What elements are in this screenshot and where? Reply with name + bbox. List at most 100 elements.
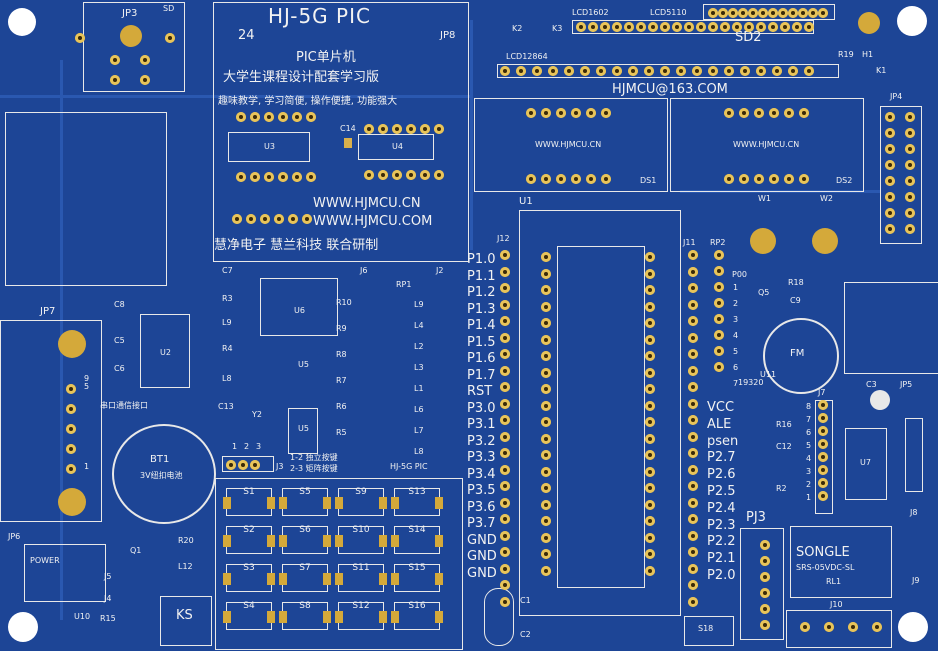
led-label: L4 (414, 321, 424, 330)
ds2-pin-pad (754, 108, 764, 118)
u1-pin-pad (541, 367, 551, 378)
ref-c14: C14 (340, 124, 356, 133)
mcu-pin-label: P3.4 (467, 466, 496, 482)
lcd1602-pin-pad (648, 22, 658, 32)
key-s14[interactable]: S14 (391, 525, 443, 554)
jp4-pin-pad (885, 128, 895, 138)
key-pad (267, 611, 275, 623)
ref-r2: R2 (776, 484, 787, 493)
ks-switch[interactable] (160, 596, 212, 646)
mcu-pin-label: P3.2 (467, 433, 496, 449)
key-s4[interactable]: S4 (223, 601, 275, 630)
u1-pin-pad (541, 532, 551, 543)
ref-r20: R20 (178, 536, 194, 545)
resistor-label: R8 (336, 350, 347, 359)
j12-pin-pad (500, 332, 510, 343)
key-pad (323, 535, 331, 547)
jp4-header (880, 106, 922, 244)
jp3-connector (83, 2, 185, 92)
j12-pin-pad (500, 580, 510, 590)
key-s12[interactable]: S12 (335, 601, 387, 630)
rp2-pin-pad (714, 362, 724, 372)
key-s5[interactable]: S5 (279, 487, 331, 516)
key-s10[interactable]: S10 (335, 525, 387, 554)
fm-buzzer (763, 318, 839, 394)
lcd12864-pin-pad (580, 66, 590, 76)
j12-pin-pad (500, 365, 510, 376)
mounting-hole (897, 6, 927, 36)
key-pad (435, 573, 443, 585)
j12-pin-pad (500, 299, 510, 310)
mcu-pin-label: P1.4 (467, 318, 496, 333)
u1-pin-pad (645, 400, 655, 411)
pad (165, 33, 175, 43)
j12-pin-pad (500, 266, 510, 277)
lcd1602-pin-pad (804, 22, 814, 32)
key-pad (279, 573, 287, 585)
key-s7[interactable]: S7 (279, 563, 331, 592)
ref-l9: L9 (222, 318, 232, 327)
u1-pin-pad (645, 384, 655, 394)
pj3-connector (740, 528, 784, 640)
trace (0, 95, 470, 98)
j3-pin-pad (238, 460, 248, 470)
u1-pin-pad (541, 384, 551, 394)
u5-chip (288, 408, 318, 454)
ref-j5: J5 (104, 572, 112, 581)
u4-pin-pad (364, 170, 374, 180)
mcu-pin-label: VCC (707, 400, 735, 415)
s18-button[interactable] (684, 616, 734, 646)
key-s15[interactable]: S15 (391, 563, 443, 592)
j12-pin-pad (500, 250, 510, 260)
jp8-pin-pad (302, 214, 312, 224)
key-s16[interactable]: S16 (391, 601, 443, 630)
key-s3[interactable]: S3 (223, 563, 275, 592)
ds1-pin-pad (586, 108, 596, 118)
db9-mount (58, 488, 86, 516)
j11-pin-pad (688, 563, 698, 574)
ref-j9: J9 (912, 576, 920, 585)
lcd12864-header (497, 64, 839, 78)
key-s1[interactable]: S1 (223, 487, 275, 516)
silkscreen-panel (213, 2, 469, 262)
key-s9[interactable]: S9 (335, 487, 387, 516)
u1-pin-pad (541, 285, 551, 295)
rp2-pin-number: 4 (733, 331, 739, 340)
j7-pin-number: 7 (806, 415, 812, 424)
potentiometer-w1[interactable] (750, 228, 776, 254)
u3-pin-pad (264, 112, 274, 122)
lcd1602-pin-pad (672, 22, 682, 32)
mcu-pin-label: P2.0 (707, 568, 736, 583)
ref-r15: R15 (100, 614, 116, 623)
key-s6[interactable]: S6 (279, 525, 331, 554)
ds1-pin-pad (541, 174, 551, 184)
j7-pin-number: 5 (806, 441, 812, 450)
potentiometer-w2[interactable] (812, 228, 838, 254)
key-s8[interactable]: S8 (279, 601, 331, 630)
key-s13[interactable]: S13 (391, 487, 443, 516)
ref-c7: C7 (222, 266, 233, 275)
ref-u4: U4 (392, 142, 403, 151)
ref-lcd1602: LCD1602 (572, 8, 609, 17)
ref-k2: K2 (512, 24, 523, 33)
j11-pin-pad (688, 464, 698, 475)
lcd12864-pin-pad (804, 66, 814, 76)
u1-pin-pad (645, 483, 655, 493)
j12-pin-pad (500, 382, 510, 392)
mcu-pin-label: RST (467, 384, 493, 399)
ds2-pin-pad (769, 174, 779, 184)
j12-pin-pad (500, 316, 510, 326)
u3-pin-pad (306, 172, 316, 182)
pj3-pin-pad (760, 572, 770, 582)
mcu-pin-label: P2.3 (707, 517, 736, 533)
mcu-pin-label: ALE (707, 416, 732, 432)
seg-url-2: WWW.HJMCU.CN (733, 140, 800, 149)
pad (110, 55, 120, 65)
ref-c3: C3 (866, 380, 877, 389)
mounting-hole (8, 612, 38, 642)
ds2-pin-pad (739, 174, 749, 184)
key-s2[interactable]: S2 (223, 525, 275, 554)
u3-pin-pad (250, 112, 260, 122)
key-s11[interactable]: S11 (335, 563, 387, 592)
key-pad (391, 535, 399, 547)
